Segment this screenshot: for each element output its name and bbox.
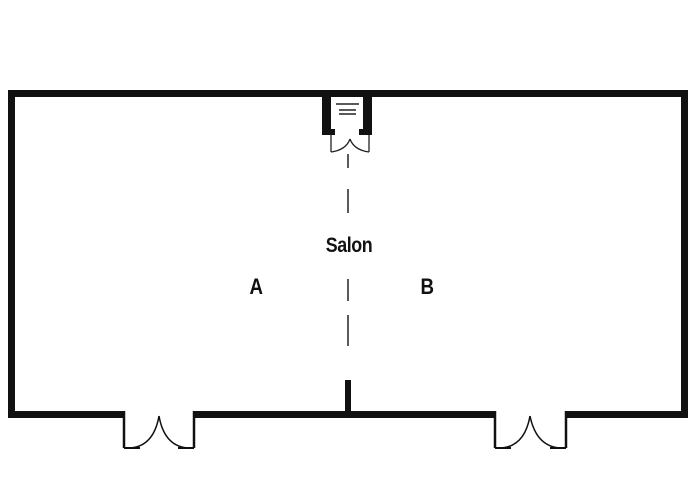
double-door-left-icon bbox=[122, 411, 196, 449]
alcove-double-door-icon bbox=[330, 135, 370, 153]
entrance-alcove bbox=[322, 90, 372, 153]
room-name: Salon bbox=[325, 234, 373, 257]
double-door-right-icon bbox=[493, 411, 568, 449]
section-b-label: B bbox=[420, 274, 434, 299]
outer-walls bbox=[8, 90, 688, 418]
section-a-label: A bbox=[249, 274, 263, 299]
stairs-icon bbox=[336, 103, 359, 115]
wall-stub bbox=[345, 380, 351, 414]
